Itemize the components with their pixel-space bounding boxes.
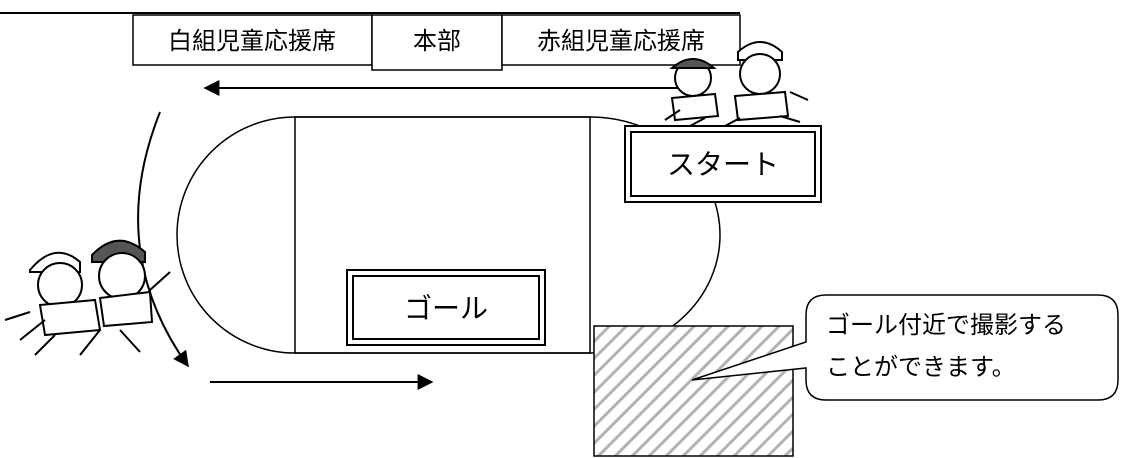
- start-box: スタート: [624, 125, 822, 203]
- hq-label: 本部: [413, 27, 461, 55]
- seating-row: 白組児童応援席 本部 赤組児童応援席: [132, 14, 741, 71]
- callout-line1: ゴール付近で撮影する: [826, 311, 1066, 339]
- callout-bubble: [691, 294, 1119, 401]
- hq-box: [371, 14, 503, 71]
- photo-area-hatched: [593, 325, 794, 457]
- runners-illustration-left: [4, 239, 171, 356]
- white-team-seating-label: 白組児童応援席: [168, 27, 336, 55]
- start-label: スタート: [667, 148, 779, 181]
- goal-label: ゴール: [404, 292, 488, 325]
- runners-illustration-right: [664, 41, 809, 127]
- red-team-seating-label: 赤組児童応援席: [537, 27, 705, 55]
- infield-rect: [294, 116, 591, 354]
- red-team-seating-box: [501, 14, 741, 66]
- curve-direction-arrow: [137, 111, 189, 368]
- goal-box: ゴール: [346, 269, 546, 346]
- callout-line2: ことができます。: [826, 353, 1016, 381]
